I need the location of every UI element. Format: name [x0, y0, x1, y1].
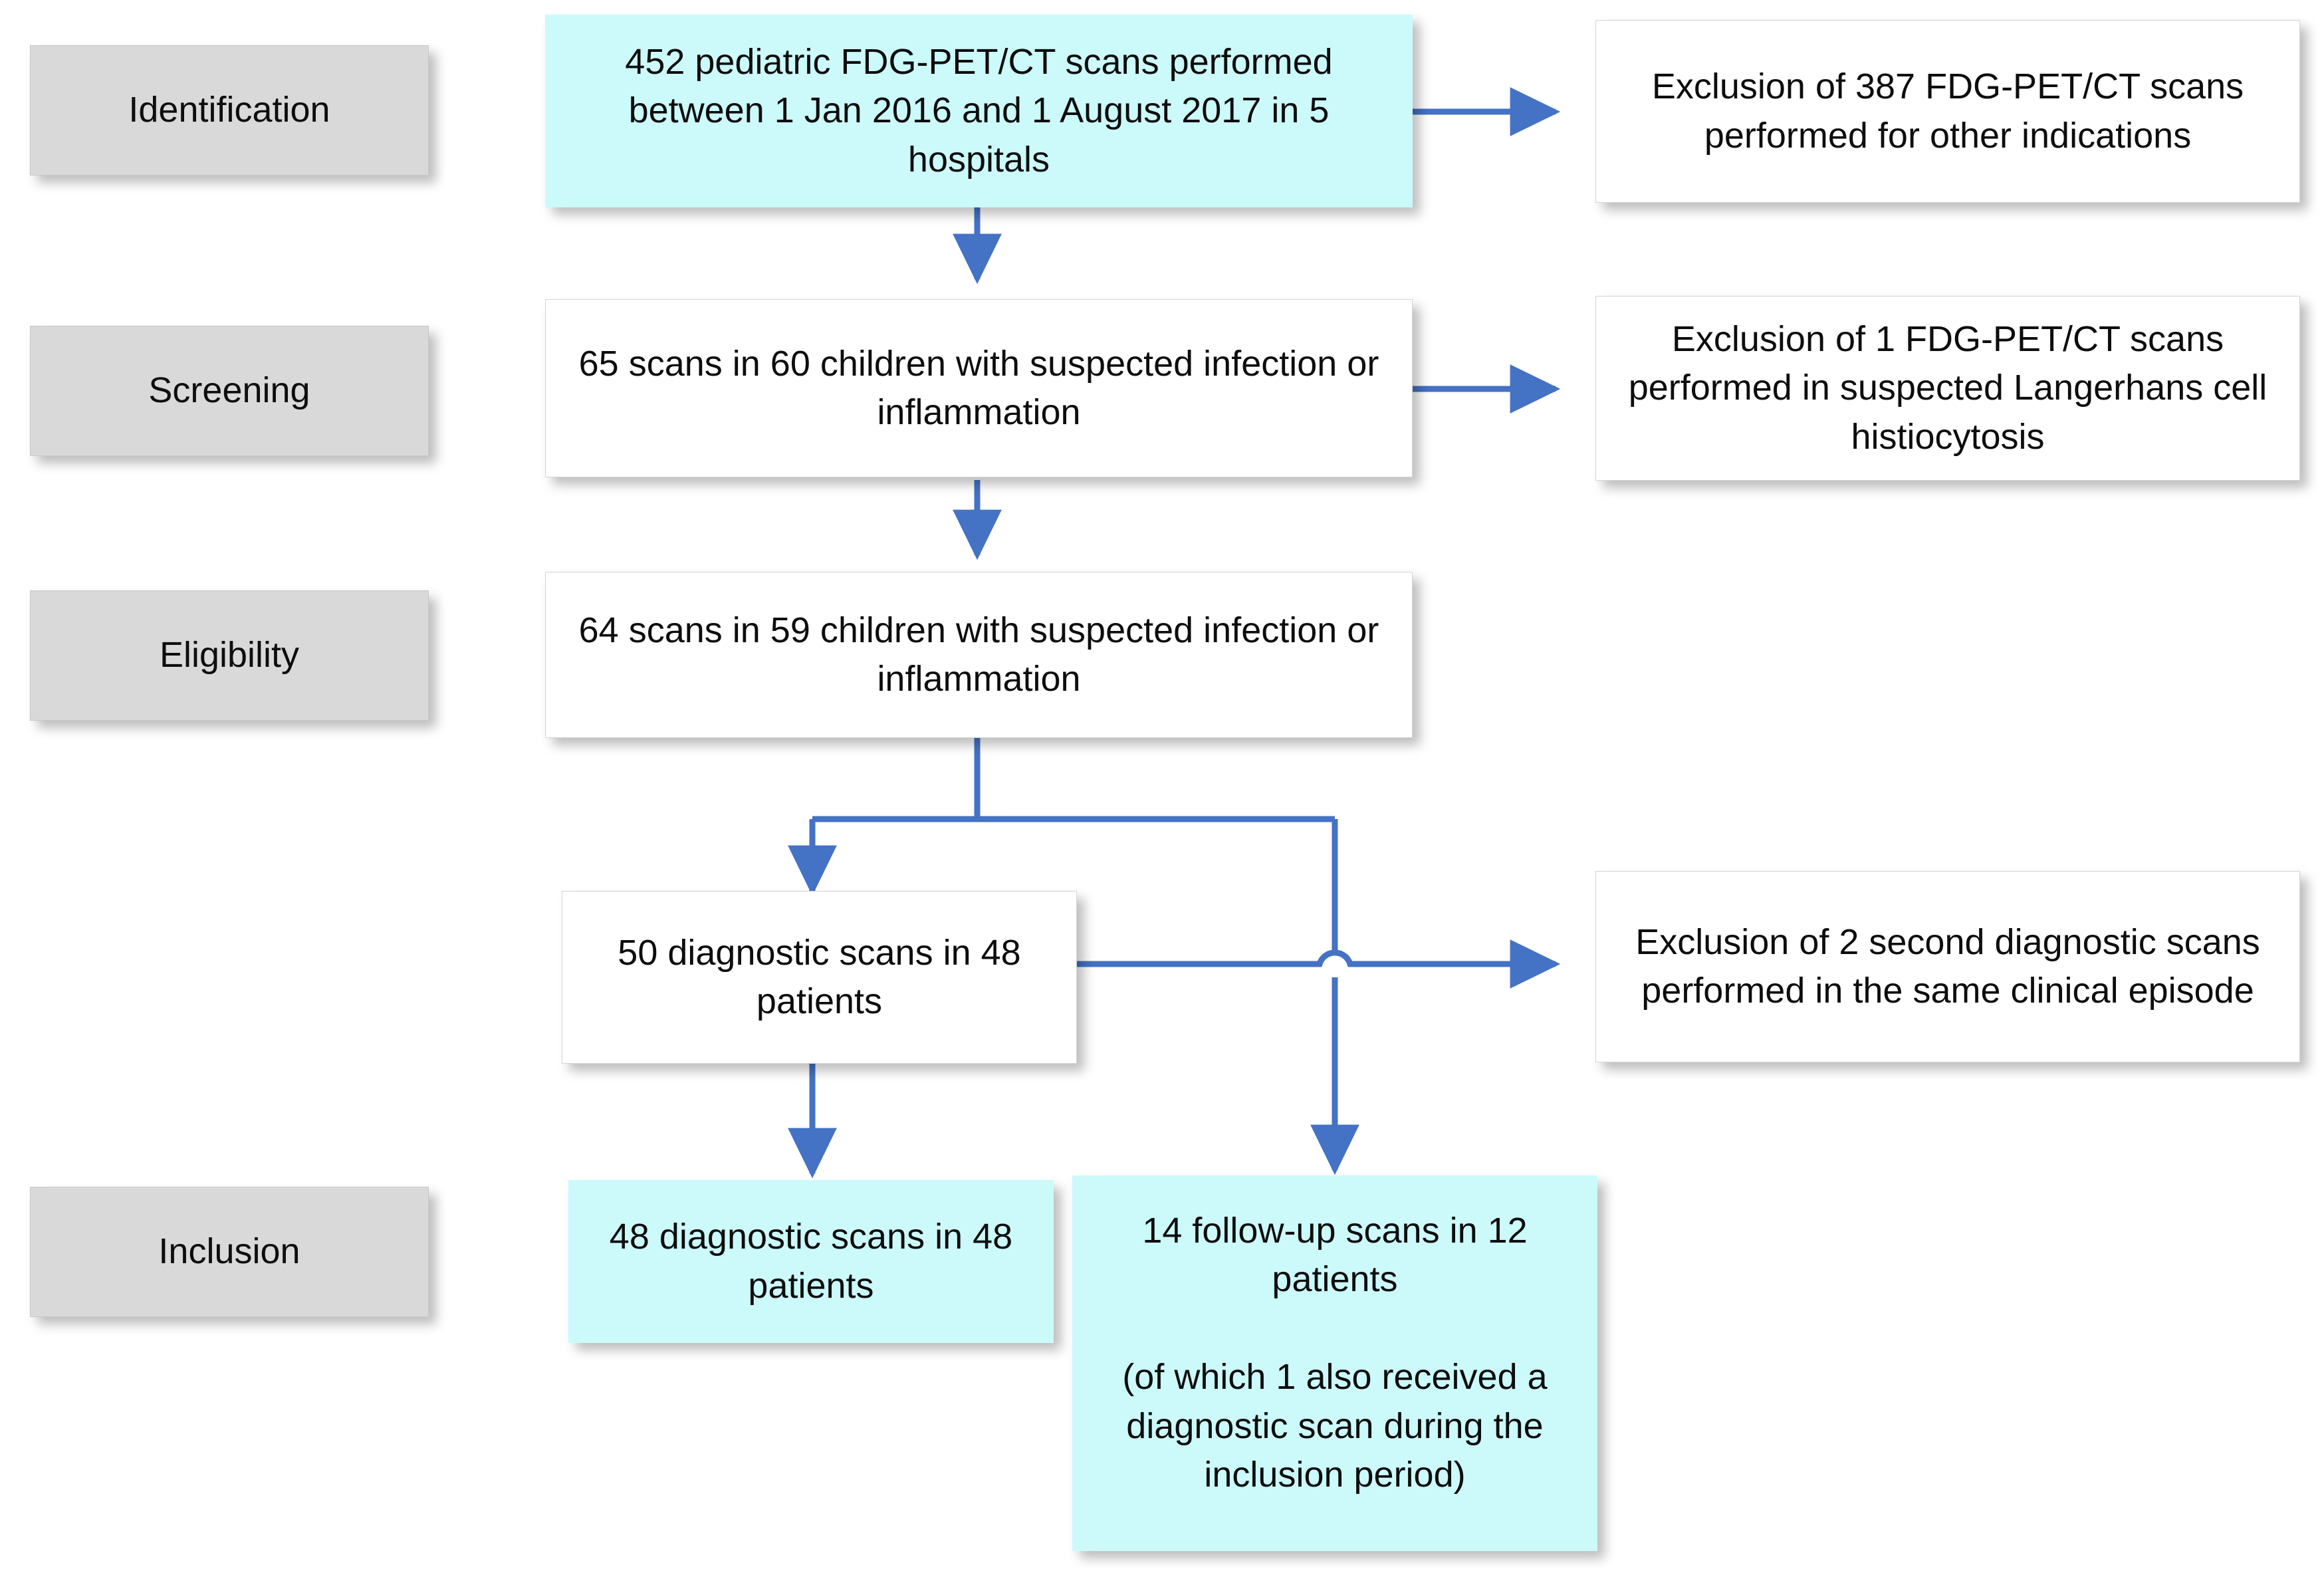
node-text: 452 pediatric FDG-PET/CT scans performed…: [625, 41, 1333, 180]
node-text-line-2: (of which 1 also received a diagnostic s…: [1122, 1357, 1548, 1495]
stage-label-text: Screening: [148, 370, 310, 411]
node-included-diagnostic: 48 diagnostic scans in 48 patients: [568, 1180, 1054, 1343]
stage-label-inclusion: Inclusion: [30, 1187, 429, 1317]
node-text: 50 diagnostic scans in 48 patients: [618, 932, 1021, 1021]
stage-label-identification: Identification: [30, 45, 429, 176]
arrow-diagnostic-to-exclusion: [1077, 939, 1561, 989]
node-text: Exclusion of 2 second diagnostic scans p…: [1635, 921, 2260, 1011]
node-exclusion-second-diagnostic: Exclusion of 2 second diagnostic scans p…: [1595, 871, 2300, 1062]
node-text-block: 14 follow-up scans in 12 patients (of wh…: [1090, 1207, 1579, 1500]
node-text: 65 scans in 60 children with suspected i…: [578, 343, 1379, 432]
node-text: 48 diagnostic scans in 48 patients: [609, 1217, 1013, 1306]
node-screening-total: 65 scans in 60 children with suspected i…: [545, 299, 1413, 477]
node-text-line-1: 14 follow-up scans in 12 patients: [1142, 1211, 1528, 1300]
node-included-followup: 14 follow-up scans in 12 patients (of wh…: [1072, 1175, 1597, 1551]
node-text: 64 scans in 59 children with suspected i…: [578, 610, 1379, 699]
stage-label-text: Inclusion: [158, 1231, 300, 1272]
node-exclusion-other-indications: Exclusion of 387 FDG-PET/CT scans perfor…: [1595, 20, 2300, 203]
node-text: Exclusion of 387 FDG-PET/CT scans perfor…: [1651, 66, 2244, 156]
node-exclusion-langerhans: Exclusion of 1 FDG-PET/CT scans performe…: [1595, 296, 2300, 481]
stage-label-text: Identification: [128, 90, 330, 130]
node-eligibility-total: 64 scans in 59 children with suspected i…: [545, 572, 1413, 738]
node-text: Exclusion of 1 FDG-PET/CT scans performe…: [1628, 318, 2267, 457]
node-identification-total: 452 pediatric FDG-PET/CT scans performed…: [545, 15, 1413, 207]
stage-label-text: Eligibility: [159, 635, 300, 675]
stage-label-eligibility: Eligibility: [30, 590, 429, 721]
node-diagnostic-scans: 50 diagnostic scans in 48 patients: [562, 891, 1077, 1064]
stage-label-screening: Screening: [30, 326, 429, 456]
